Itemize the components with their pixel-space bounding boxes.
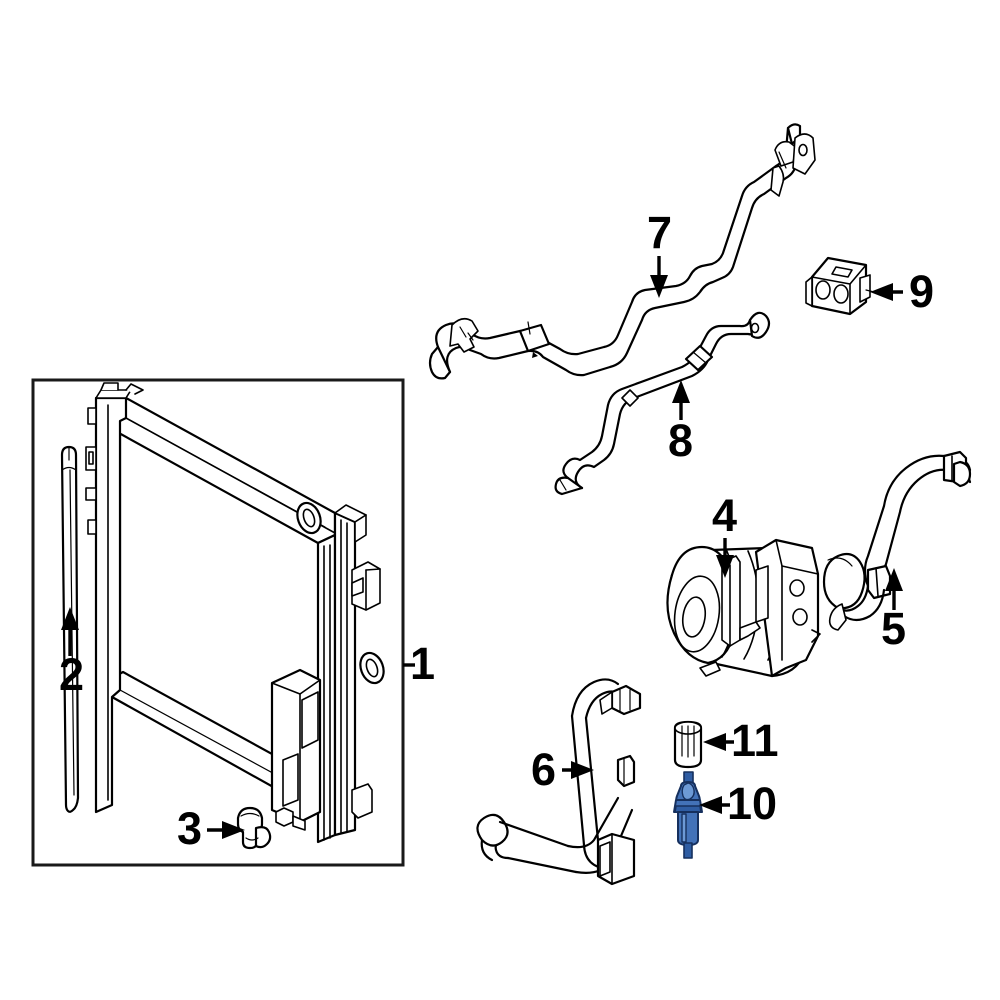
leader-9 (870, 283, 903, 301)
part-9-expansion-valve (805, 256, 875, 316)
part-4-compressor (666, 538, 821, 678)
leader-10 (699, 796, 730, 814)
part-3-grommet (236, 806, 272, 850)
o-ring-upper (296, 501, 322, 535)
o-ring-lower (359, 651, 385, 685)
part-5-suction-hose (822, 450, 972, 631)
leader-6 (562, 761, 594, 779)
part-1-condenser (85, 382, 385, 844)
leader-8 (672, 380, 690, 420)
leader-11 (703, 733, 734, 751)
part-6-discharge-hose (476, 678, 642, 886)
part-7-refrigerant-line-long (428, 123, 816, 380)
part-8-refrigerant-line-short (554, 311, 771, 496)
leader-2 (61, 607, 79, 656)
leader-7 (650, 256, 668, 298)
condenser-assembly-box (31, 378, 405, 867)
leader-5 (885, 568, 903, 610)
leader-4 (716, 538, 734, 578)
part-10-pressure-switch (673, 771, 703, 859)
part-11-switch-cap (673, 720, 703, 769)
leader-3 (207, 821, 245, 839)
